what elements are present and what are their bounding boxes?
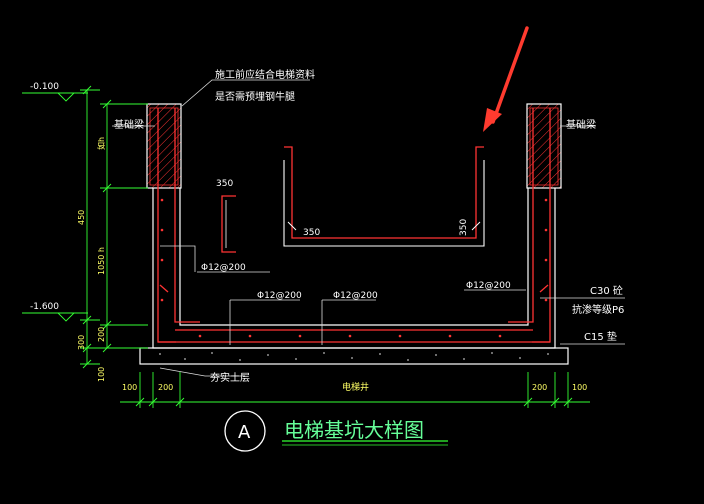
soil-label: 夯实土层 xyxy=(210,371,250,384)
rebar-cage xyxy=(149,107,559,343)
c-section-detail xyxy=(221,195,236,253)
impermeability-label: 抗渗等级P6 xyxy=(572,303,624,316)
embedded-bracket xyxy=(283,146,485,247)
dim-bottom-1: 100 xyxy=(122,383,137,392)
dim-bottom-4: 200 xyxy=(532,383,547,392)
section-marker: A xyxy=(238,422,251,443)
dim-bottom-5: 100 xyxy=(572,383,587,392)
slab-rebar-label-2: Φ12@200 xyxy=(333,291,378,301)
section-marker-circle xyxy=(224,410,266,452)
right-wall-rebar-label: Φ12@200 xyxy=(466,281,511,291)
concrete-grade-label: C30 砼 xyxy=(590,284,623,297)
leader-lines xyxy=(112,79,625,377)
beam-left xyxy=(146,103,182,189)
cushion-layer xyxy=(139,347,569,365)
texts: -0.100 -1.600 施工前应结合电梯资料 是否需预埋钢牛腿 基础梁 基础… xyxy=(30,68,624,443)
dimension-lines xyxy=(22,85,590,408)
slab-rebar-label-1: Φ12@200 xyxy=(257,291,302,301)
dim-beam-height: 如h xyxy=(96,137,106,150)
hook-dim-top: 350 xyxy=(216,179,233,189)
drawing-title: 电梯基坑大样图 xyxy=(284,418,424,442)
dim-slab: 200 xyxy=(97,327,106,342)
beam-right xyxy=(526,103,562,189)
wall-rebar-label: Φ12@200 xyxy=(201,263,246,273)
hook-dim-right: 350 xyxy=(459,219,469,236)
dim-bottom-3: 电梯井 xyxy=(342,381,369,393)
note-line-1: 施工前应结合电梯资料 xyxy=(215,68,315,81)
dim-slab-outer: 300 xyxy=(77,335,86,350)
cushion-label: C15 垫 xyxy=(584,330,617,343)
title-block xyxy=(224,410,448,452)
dim-outer-height: 450 xyxy=(77,210,86,225)
level-bottom: -1.600 xyxy=(30,302,59,312)
beam-label-left: 基础梁 xyxy=(114,118,144,131)
level-top: -0.100 xyxy=(30,82,59,92)
rebar-dots xyxy=(160,198,548,338)
hook-dim-left: 350 xyxy=(303,228,320,238)
dim-cushion: 100 xyxy=(97,367,106,382)
dim-bottom-2: 200 xyxy=(158,383,173,392)
beam-label-right: 基础梁 xyxy=(566,118,596,131)
annotation-arrow xyxy=(483,26,529,132)
dim-wall-height: 1050 h xyxy=(97,247,106,275)
note-line-2: 是否需预埋钢牛腿 xyxy=(215,90,295,103)
